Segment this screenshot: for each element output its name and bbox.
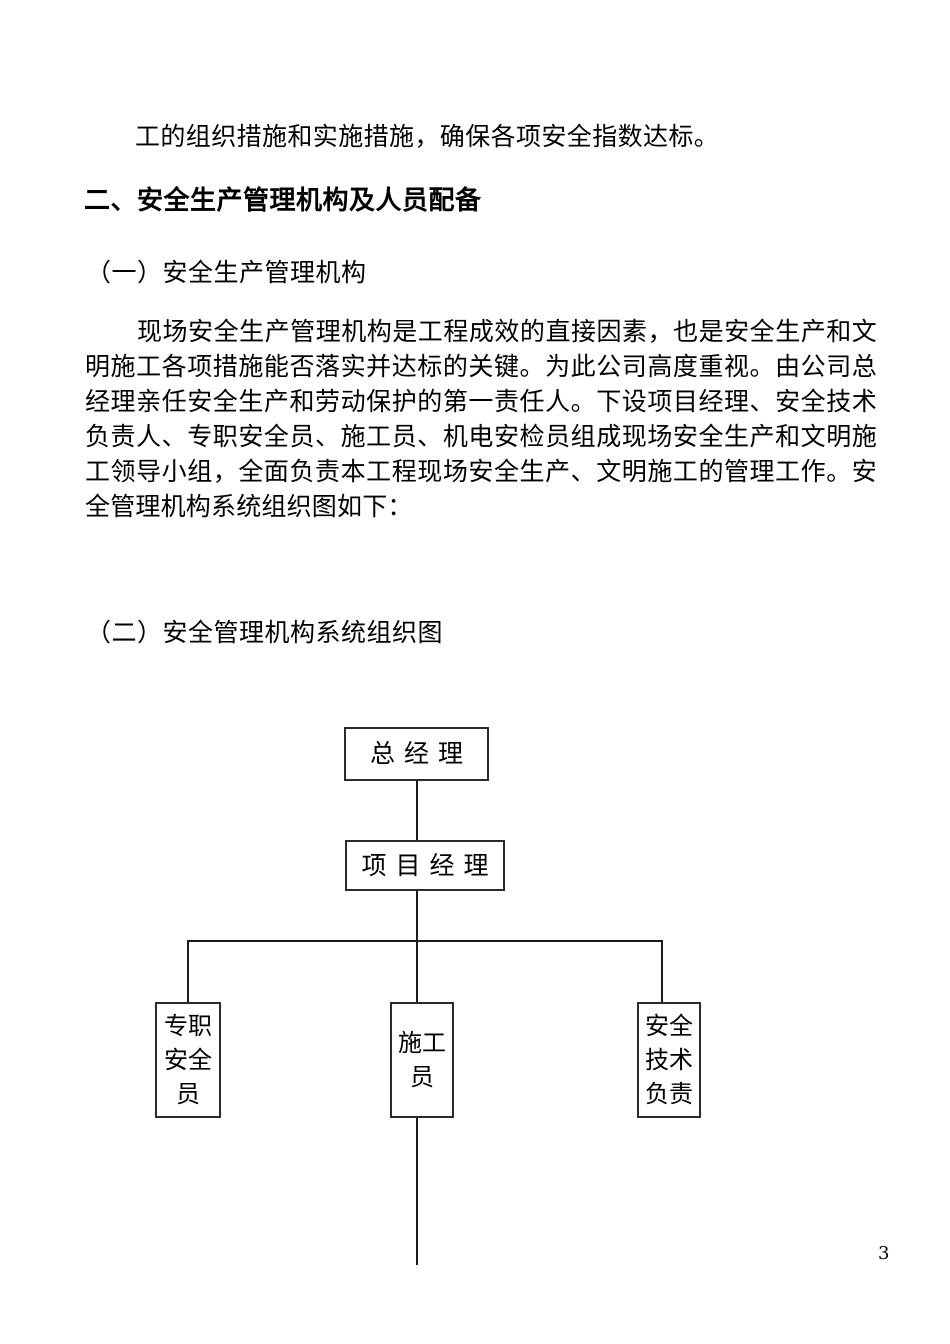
subsection-heading-two: （二）安全管理机构系统组织图 [86,618,444,647]
org-node-safety-technician: 安全技术负责 [637,1002,701,1118]
org-node-site-engineer: 施工员 [390,1002,454,1118]
subsection-heading-one: （一）安全生产管理机构 [86,258,367,287]
connector-drop-middle [416,940,418,1003]
connector-drop-right [661,940,663,1003]
org-node-general-manager: 总经理 [344,727,489,781]
connector-pm-down [416,890,418,943]
section-heading: 二、安全生产管理机构及人员配备 [84,186,482,216]
body-paragraph: 现场安全生产管理机构是工程成效的直接因素，也是安全生产和文明施工各项措施能否落实… [85,317,877,521]
connector-horizontal-bus [187,940,663,942]
org-node-project-manager: 项目经理 [345,840,505,891]
connector-drop-left [187,940,189,1003]
continued-paragraph-line: 工的组织措施和实施措施，确保各项安全指数达标。 [135,122,720,151]
page-number: 3 [878,1243,890,1264]
connector-gm-to-pm [416,780,418,841]
org-node-safety-officer: 专职安全员 [155,1002,221,1118]
connector-tail-below-site-engineer [416,1117,418,1265]
